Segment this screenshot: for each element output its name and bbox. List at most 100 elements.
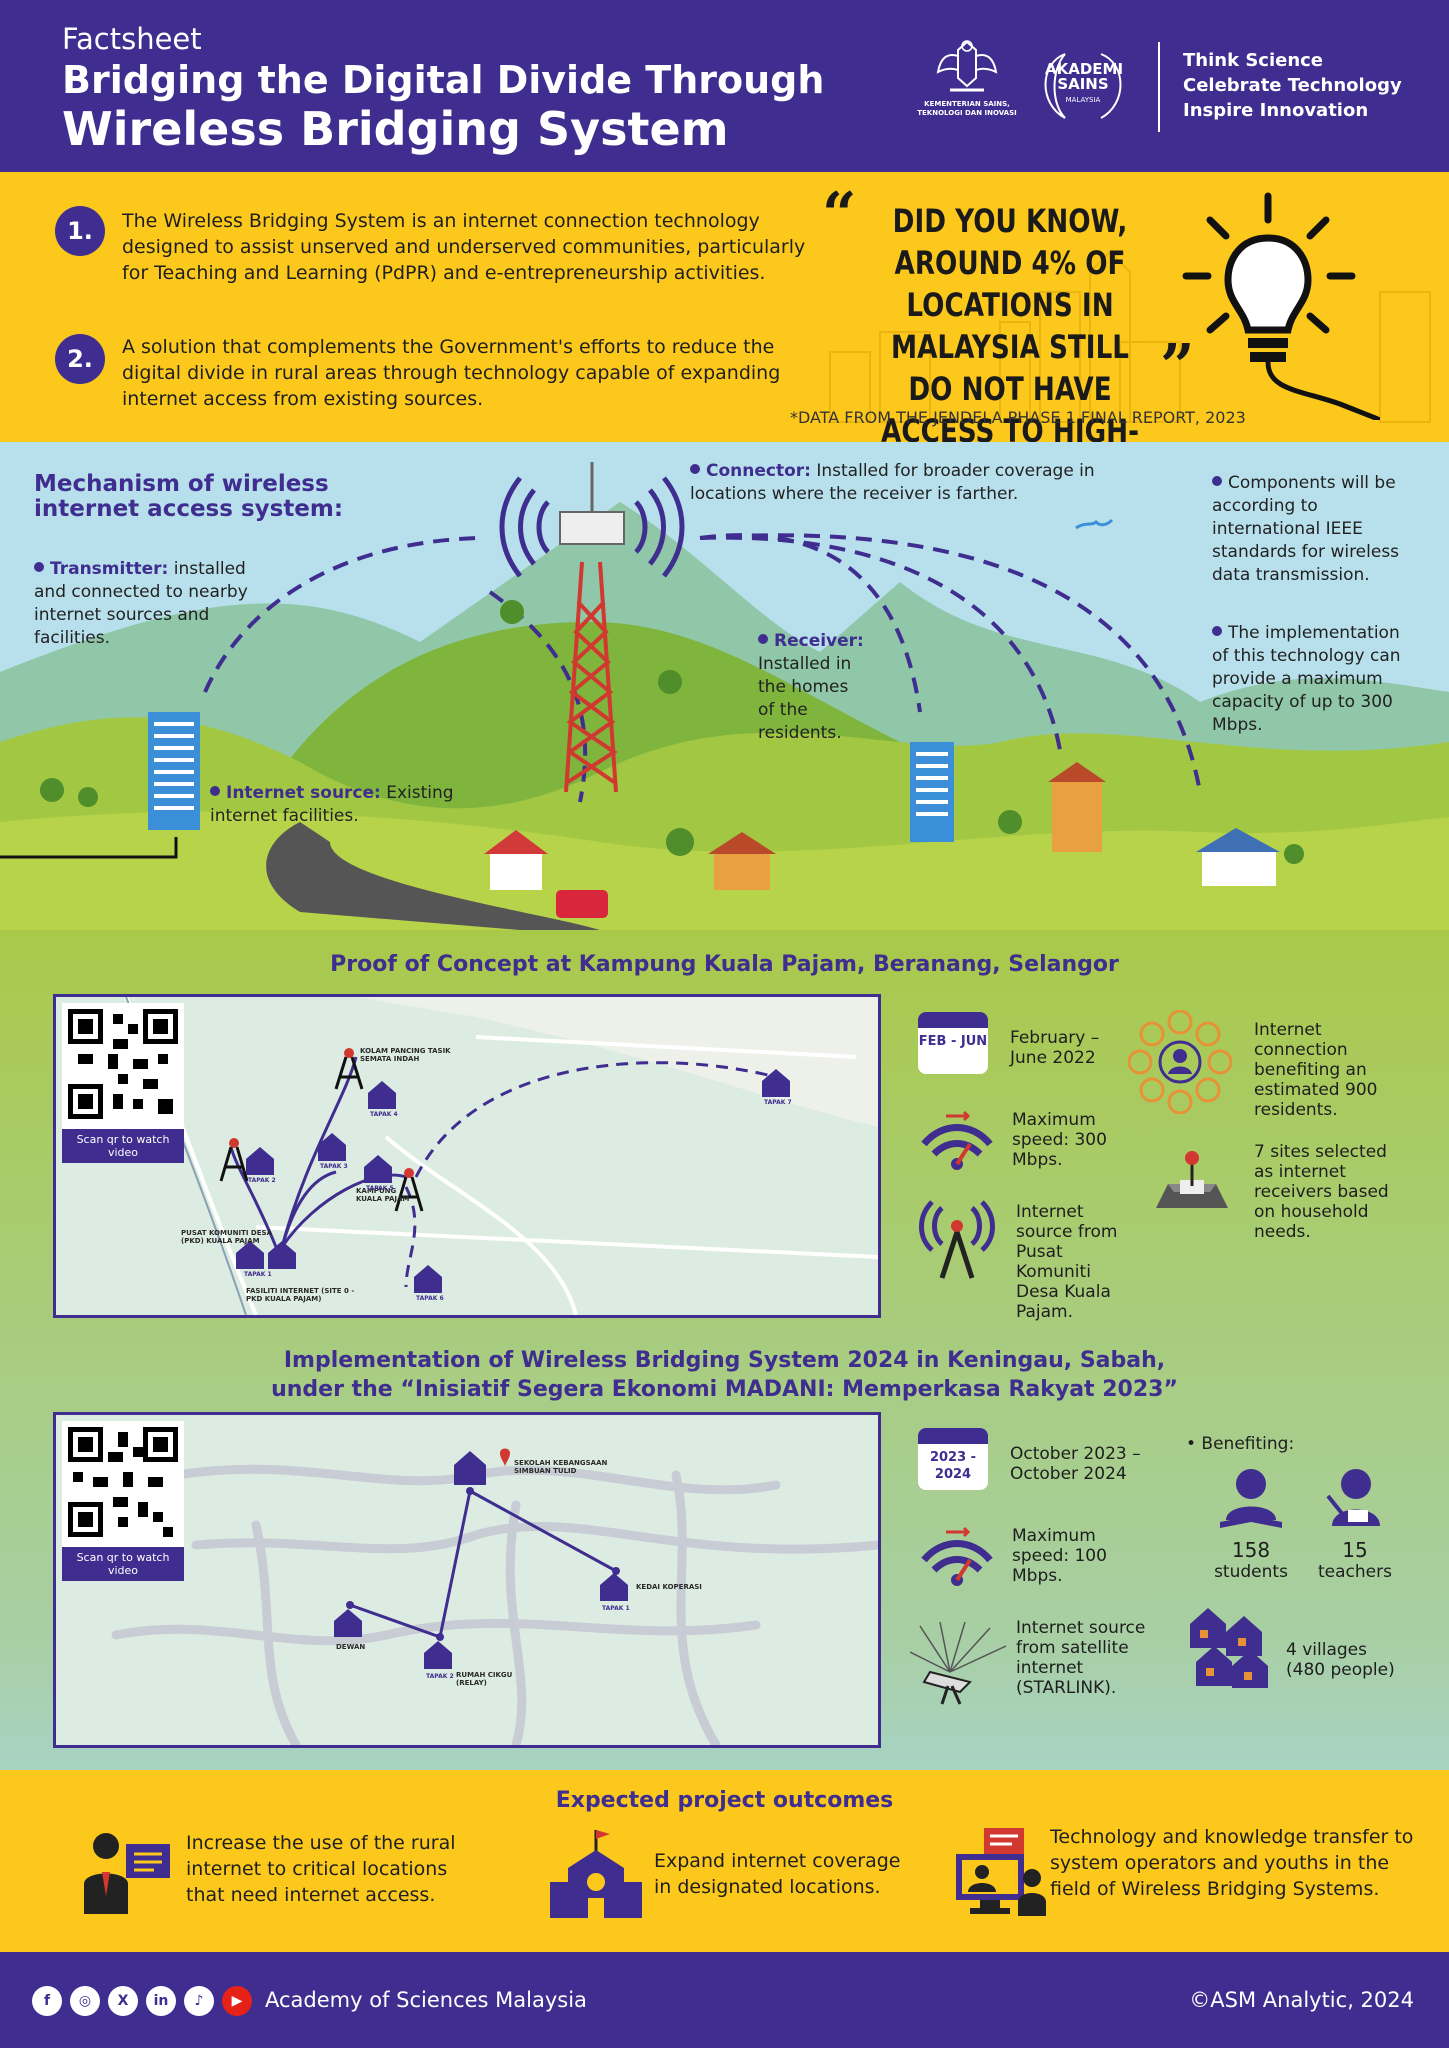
instagram-icon[interactable]: ◎ — [70, 1986, 100, 2016]
school-building-icon — [550, 1830, 642, 1918]
keningau-qr-code[interactable]: Scan qr to watch video — [62, 1421, 184, 1581]
intro-point-2: A solution that complements the Governme… — [122, 336, 781, 410]
close-quote-icon: ” — [1160, 332, 1195, 402]
site-marker-icons — [236, 1069, 790, 1293]
villages-icon — [1190, 1608, 1268, 1688]
map-label-kampung: KAMPUNG KUALA PAJAM — [356, 1187, 410, 1203]
map-label-site: TAPAK 3 — [334, 1629, 362, 1636]
qr-code-icon — [68, 1427, 178, 1537]
map-label-kolam: KOLAM PANCING TASIK SEMATA INDAH — [360, 1047, 451, 1063]
tiktok-icon[interactable]: ♪ — [184, 1986, 214, 2016]
satellite-dish-icon — [910, 1622, 1007, 1705]
house-icon — [1196, 828, 1280, 886]
footer: f ◎ X in ♪ ▶ Academy of Sciences Malaysi… — [0, 1952, 1449, 2048]
intro-point-1: The Wireless Bridging System is an inter… — [122, 210, 806, 284]
poc-map: Scan qr to watch video KOLAM PANCING TAS… — [53, 994, 881, 1318]
mechanism-section: Mechanism of wireless internet access sy… — [0, 442, 1449, 930]
poc-source: Internet source from Pusat Komuniti Desa… — [1016, 1202, 1118, 1322]
receiver-label: Receiver: Installed in the homes of the … — [758, 630, 868, 745]
impl-speed: Maximum speed: 100 Mbps. — [1012, 1526, 1107, 1586]
outcome-3: Technology and knowledge transfer to sys… — [1050, 1826, 1414, 1900]
header: Factsheet Bridging the Digital Divide Th… — [0, 0, 1449, 172]
connector-label: Connector: Installed for broader coverag… — [690, 460, 1100, 506]
computer-training-icon — [956, 1828, 1046, 1916]
slogan-line: Celebrate Technology — [1183, 75, 1402, 96]
poc-speed: Maximum speed: 300 Mbps. — [1012, 1110, 1107, 1170]
impl-title-line-2: under the “Inisiatif Segera Ekonomi MADA… — [271, 1377, 1178, 1402]
map-label-site: TAPAK 2 — [426, 1673, 454, 1680]
linkedin-icon[interactable]: in — [146, 1986, 176, 2016]
data-source-note: *DATA FROM THE JENDELA PHASE 1 FINAL REP… — [790, 408, 1246, 427]
outcome-1: Increase the use of the rural internet t… — [186, 1832, 456, 1906]
site-selection-icon — [1156, 1151, 1228, 1208]
landscape-illustration — [0, 462, 1449, 930]
capacity-note: The implementation of this technology ca… — [1212, 623, 1401, 735]
poc-title: Proof of Concept at Kampung Kuala Pajam,… — [330, 952, 1119, 977]
source-desc: Existing internet facilities. — [210, 783, 454, 826]
teachers-count: 15 — [1342, 1538, 1368, 1562]
map-label-site: TAPAK 3 — [320, 1163, 348, 1170]
receiver-desc: Installed in the homes of the residents. — [758, 654, 852, 743]
did-you-know-fact: DID YOU KNOW, AROUND 4% OF LOCATIONS IN … — [881, 202, 1139, 442]
students-count: 158 — [1231, 1538, 1271, 1562]
benefiting-label: • Benefiting: — [1186, 1434, 1295, 1454]
map-label-site: TAPAK 4 — [370, 1111, 398, 1118]
transmitter-label: Transmitter: installed and connected to … — [34, 558, 264, 650]
projects-section: Proof of Concept at Kampung Kuala Pajam,… — [0, 930, 1449, 1770]
ieee-note: Components will be according to internat… — [1212, 473, 1400, 585]
x-icon[interactable]: X — [108, 1986, 138, 2016]
map-label-site: TAPAK 7 — [764, 1099, 792, 1106]
intro-section: 1. The Wireless Bridging System is an in… — [0, 172, 1449, 442]
map-label-pusat: PUSAT KOMUNITI DESA (PKD) KUALA PAJAM — [181, 1229, 272, 1245]
point-number: 2. — [55, 334, 105, 384]
qr-caption: Scan qr to watch video — [62, 1547, 184, 1581]
crest-icon — [936, 40, 998, 92]
asm-logo: AKADEMI SAINS MALAYSIA — [1035, 44, 1131, 128]
asm-logo-sub: MALAYSIA — [1065, 96, 1101, 104]
lightbulb-icon — [1182, 192, 1380, 420]
site-marker-icons — [334, 1451, 628, 1669]
youtube-icon[interactable]: ▶ — [222, 1986, 252, 2016]
poc-residents: Internet connection benefiting an estima… — [1254, 1020, 1378, 1120]
outcomes-section: Expected project outcomes Increase the u… — [0, 1770, 1449, 1952]
map-label-dewan: DEWAN — [336, 1643, 366, 1651]
map-label-site: TAPAK 6 — [416, 1295, 444, 1302]
title-line-1: Bridging the Digital Divide Through — [62, 58, 825, 102]
point-number: 1. — [55, 206, 105, 256]
connector-term: Connector: — [706, 461, 811, 481]
outcome-2: Expand internet coverage in designated l… — [654, 1850, 901, 1898]
impl-source: Internet source from satellite internet … — [1016, 1618, 1146, 1698]
map-label-rumah: RUMAH CIKGU (RELAY) — [456, 1671, 513, 1687]
city-sketch — [829, 250, 1431, 423]
header-divider — [1158, 42, 1160, 132]
mechanism-title: Mechanism of wireless internet access sy… — [34, 471, 344, 522]
teachers-label: teachers — [1318, 1562, 1392, 1582]
qr-code-icon — [68, 1009, 178, 1119]
receiver-term: Receiver: — [774, 631, 864, 651]
teacher-icon — [1326, 1469, 1380, 1526]
transmitter-desc: installed and connected to nearby intern… — [34, 559, 248, 648]
factsheet-kicker: Factsheet — [62, 22, 202, 56]
map-label-site: TAPAK 2 — [248, 1177, 276, 1184]
poc-qr-code[interactable]: Scan qr to watch video — [62, 1003, 184, 1163]
title-line-2: Wireless Bridging System — [62, 102, 729, 156]
map-label-fasiliti: FASILITI INTERNET (SITE 0 - PKD KUALA PA… — [246, 1287, 355, 1303]
ministry-caption: KEMENTERIAN SAINS, TEKNOLOGI DAN INOVASI — [917, 100, 1017, 117]
students-label: students — [1214, 1562, 1288, 1582]
slogan: Think Science Celebrate Technology Inspi… — [1183, 48, 1402, 123]
open-quote-icon: “ — [822, 180, 857, 250]
presenter-icon — [84, 1833, 170, 1914]
villages-count: 4 villages (480 people) — [1286, 1640, 1395, 1680]
calendar-icon: 2023 - 2024 — [918, 1428, 988, 1490]
impl-period: October 2023 – October 2024 — [1010, 1444, 1141, 1484]
tower-icon — [219, 1056, 424, 1212]
impl-title-line-1: Implementation of Wireless Bridging Syst… — [283, 1348, 1166, 1373]
tower-icon — [564, 561, 618, 793]
calendar-text: FEB - JUN — [918, 1028, 988, 1074]
source-term: Internet source: — [226, 783, 381, 803]
ministry-logo: KEMENTERIAN SAINS, TEKNOLOGI DAN INOVASI — [912, 38, 1022, 118]
facebook-icon[interactable]: f — [32, 1986, 62, 2016]
wifi-speed-icon — [921, 1110, 993, 1170]
connector-desc: Installed for broader coverage in locati… — [690, 461, 1095, 504]
qr-caption: Scan qr to watch video — [62, 1129, 184, 1163]
